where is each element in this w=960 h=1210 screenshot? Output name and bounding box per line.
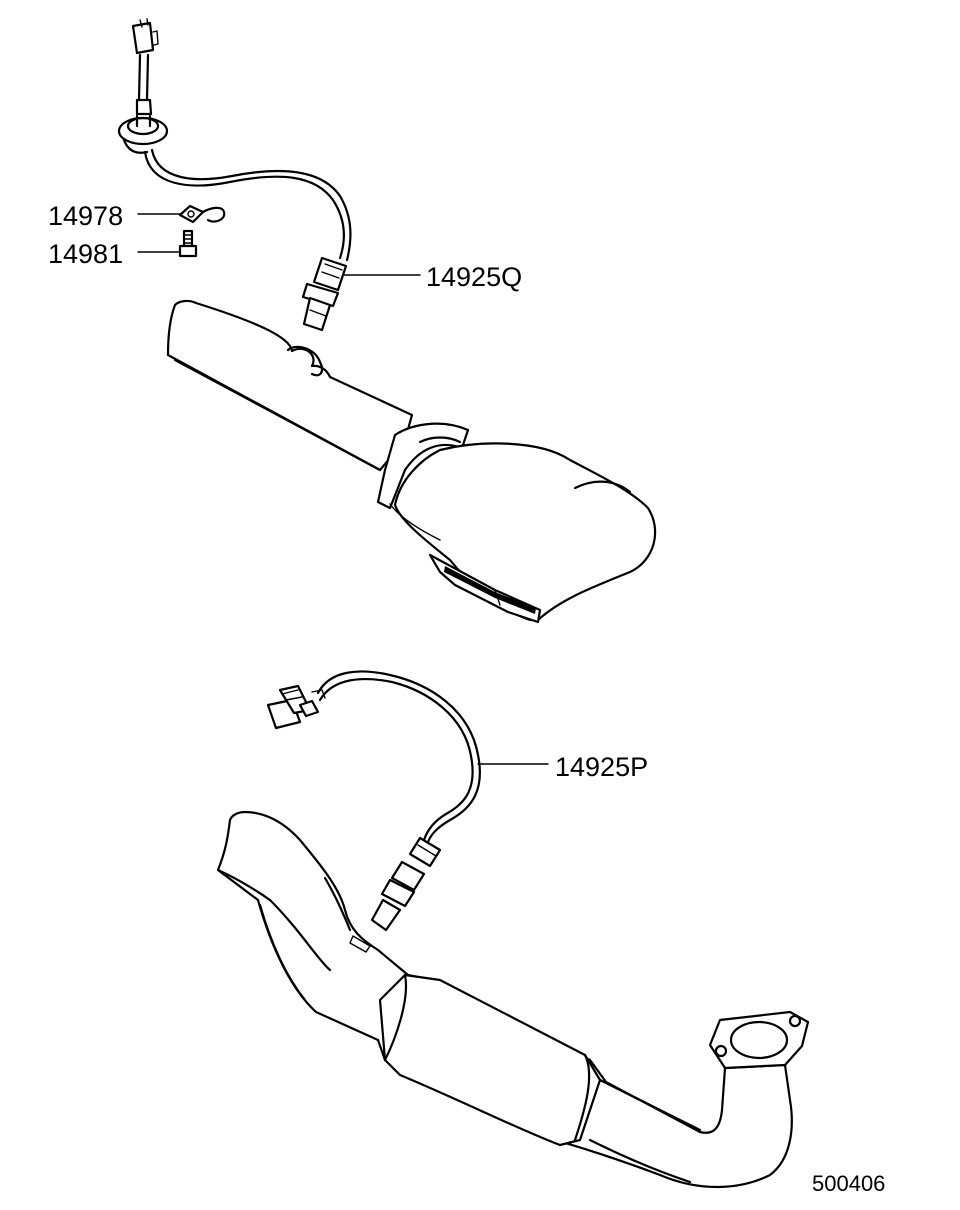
callout-14925p: 14925P — [555, 752, 648, 782]
callout-14978: 14978 — [48, 201, 123, 231]
callout-14981: 14981 — [48, 239, 123, 269]
front-oxygen-sensor[interactable] — [117, 18, 352, 332]
rear-oxygen-sensor[interactable] — [266, 670, 481, 932]
bolt-part[interactable] — [178, 229, 198, 258]
rear-exhaust-pipe — [216, 810, 810, 1189]
leader-lines-upper — [137, 213, 421, 276]
callout-14925q: 14925Q — [426, 262, 522, 292]
diagram-code: 500406 — [812, 1171, 885, 1196]
wire-clamp-part[interactable] — [178, 204, 226, 224]
front-exhaust-pipe — [166, 299, 657, 624]
